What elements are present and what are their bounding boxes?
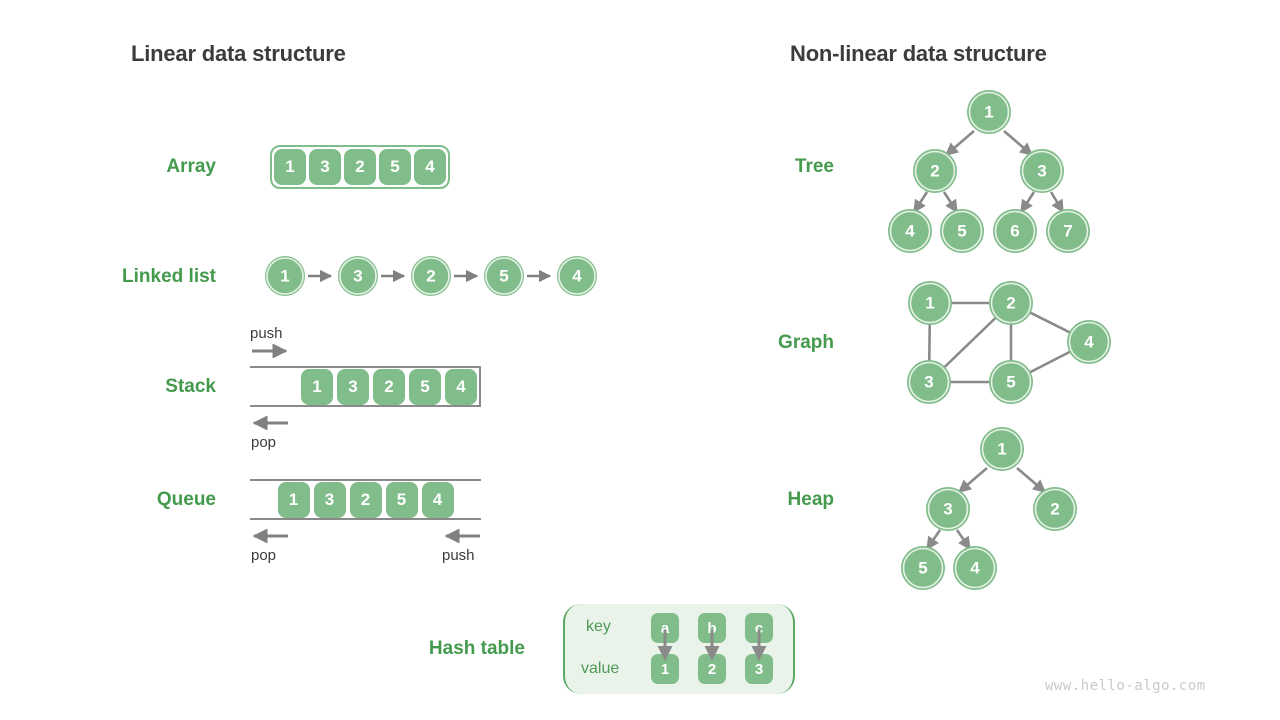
queue-cell: 3: [313, 481, 346, 518]
node-value: 5: [499, 267, 508, 286]
heap-node: 2: [1033, 487, 1077, 531]
heap-node: 1: [980, 427, 1024, 471]
node-value: 3: [353, 267, 362, 286]
queue-pop-label: pop: [251, 547, 277, 564]
tree-node: 6: [993, 209, 1037, 253]
tree-edges: [912, 130, 1065, 214]
tree-node: 3: [1020, 149, 1064, 193]
stack-pop-arrow-icon: [252, 416, 288, 430]
heap-edge: [925, 529, 942, 551]
node-value: 6: [1010, 222, 1019, 241]
heap-edge: [1016, 467, 1046, 493]
stack-push-arrow-icon: [252, 344, 288, 358]
graph-label: Graph: [778, 332, 834, 353]
linked-list-node: 4: [557, 256, 597, 296]
graph-node: 4: [1067, 320, 1111, 364]
tree-node: 5: [940, 209, 984, 253]
queue-cell: 5: [385, 481, 418, 518]
queue-push-arrow-icon: [444, 529, 480, 543]
array-cell: 1: [274, 149, 306, 185]
stack-push-label: push: [250, 325, 283, 342]
tree-edge: [1003, 130, 1033, 156]
node-value: 2: [930, 162, 939, 181]
array-cell: 2: [344, 149, 376, 185]
hash-value-label: value: [581, 660, 620, 677]
stack-cell: 5: [409, 368, 441, 405]
heap-node: 5: [901, 546, 945, 590]
tree-edge: [1019, 191, 1036, 214]
array-label: Array: [166, 156, 216, 177]
queue-cell: 4: [421, 481, 454, 518]
heap-edge: [955, 529, 972, 551]
tree-node: 7: [1046, 209, 1090, 253]
queue-push-label: push: [442, 547, 475, 564]
stack-cell: 2: [373, 368, 405, 405]
node-value: 1: [984, 103, 993, 122]
linked-list-node: 1: [265, 256, 305, 296]
node-value: 2: [1006, 294, 1015, 313]
node-value: 5: [1006, 373, 1015, 392]
node-value: 4: [905, 222, 915, 241]
queue-cell: 2: [349, 481, 382, 518]
tree-node: 1: [967, 90, 1011, 134]
graph-node: 1: [908, 281, 952, 325]
heap-node: 3: [926, 487, 970, 531]
heap-edges: [925, 467, 1046, 551]
node-value: 3: [924, 373, 933, 392]
tree-label: Tree: [794, 156, 834, 177]
stack-cell: 4: [445, 368, 477, 405]
node-value: 4: [1084, 333, 1094, 352]
hash-table-label: Hash table: [428, 638, 525, 659]
node-value: 1: [925, 294, 934, 313]
stack-cell: 3: [337, 368, 369, 405]
tree-edge: [1049, 191, 1065, 214]
heap-label: Heap: [787, 489, 834, 510]
node-value: 3: [943, 500, 952, 519]
node-value: 1: [997, 440, 1006, 459]
graph-node: 2: [989, 281, 1033, 325]
linked-list-node: 2: [411, 256, 451, 296]
graph-node: 5: [989, 360, 1033, 404]
node-value: 1: [280, 267, 289, 286]
queue-label: Queue: [156, 489, 216, 510]
watermark: www.hello-algo.com: [1045, 678, 1206, 694]
linked-list-node: 5: [484, 256, 524, 296]
stack-container: 1 3 2 5 4: [250, 366, 481, 407]
node-value: 5: [918, 559, 927, 578]
node-value: 7: [1063, 222, 1072, 241]
queue-cell: 1: [277, 481, 310, 518]
node-value: 2: [1050, 500, 1059, 519]
linked-list-diagram: 1 3 2 5 4: [265, 256, 597, 296]
linked-list-label: Linked list: [122, 266, 216, 287]
queue-container: 1 3 2 5 4: [250, 479, 481, 520]
linked-list-node: 3: [338, 256, 378, 296]
heap-node: 4: [953, 546, 997, 590]
node-value: 4: [572, 267, 582, 286]
stack-cell: 1: [301, 368, 333, 405]
hash-key-label: key: [586, 618, 611, 635]
array-cell: 3: [309, 149, 341, 185]
tree-node: 4: [888, 209, 932, 253]
array-container: 1 3 2 5 4: [270, 145, 450, 189]
node-value: 3: [1037, 162, 1046, 181]
array-cell: 5: [379, 149, 411, 185]
queue-pop-arrow-icon: [252, 529, 288, 543]
tree-edge: [945, 130, 975, 156]
nonlinear-section-title: Non-linear data structure: [790, 41, 1047, 66]
heap-edge: [958, 467, 988, 493]
node-value: 5: [957, 222, 966, 241]
tree-edge: [912, 191, 929, 214]
node-value: 2: [426, 267, 435, 286]
linear-section-title: Linear data structure: [131, 41, 346, 66]
hash-map-arrows: [657, 630, 767, 661]
array-cell: 4: [414, 149, 446, 185]
stack-pop-label: pop: [251, 434, 277, 451]
node-value: 4: [970, 559, 980, 578]
graph-node: 3: [907, 360, 951, 404]
tree-edge: [942, 191, 959, 214]
stack-label: Stack: [165, 376, 216, 397]
tree-node: 2: [913, 149, 957, 193]
